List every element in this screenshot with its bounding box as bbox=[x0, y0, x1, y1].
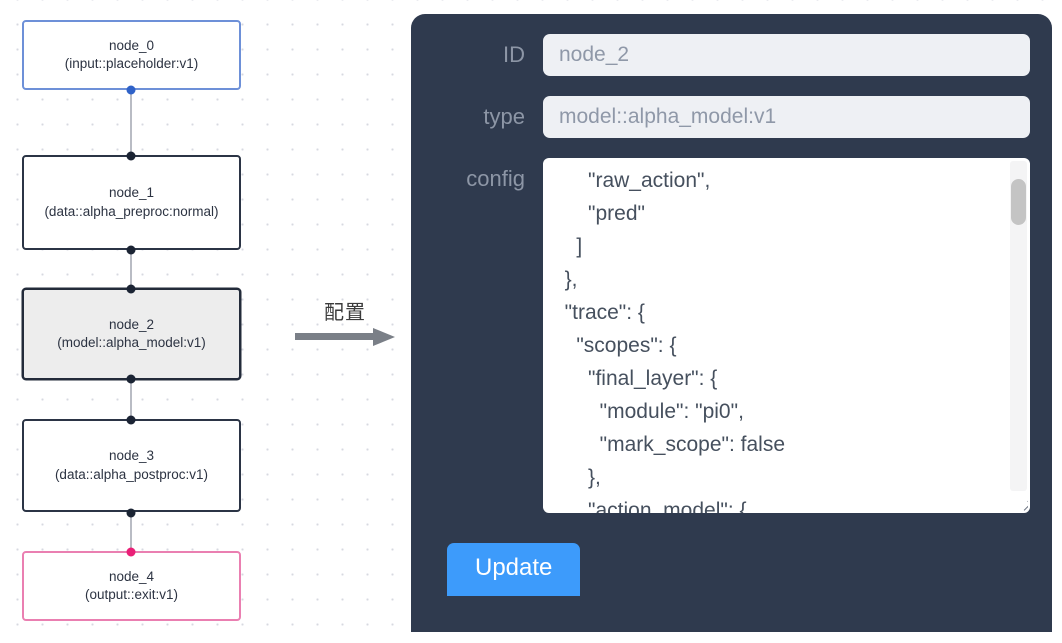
node-subtitle: (input::placeholder:v1) bbox=[64, 56, 199, 71]
node-subtitle: (output::exit:v1) bbox=[84, 587, 179, 602]
bottom-strip bbox=[0, 632, 1062, 643]
config-field-label: config bbox=[466, 166, 525, 191]
node-handle-target-node_2[interactable] bbox=[126, 284, 136, 294]
id-field-label: ID bbox=[503, 42, 525, 67]
node-title: node_1 bbox=[108, 185, 155, 201]
config-scrollbar-track[interactable] bbox=[1010, 161, 1027, 491]
graph-node-node_4[interactable]: node_4 (output::exit:v1) bbox=[22, 551, 241, 621]
annotation-label: 配置 bbox=[324, 300, 366, 324]
node-handle-source-node_1[interactable] bbox=[126, 245, 136, 255]
node-title: node_4 bbox=[108, 568, 155, 584]
update-button[interactable]: Update bbox=[447, 543, 581, 596]
config-editor-wrap bbox=[543, 158, 1030, 513]
edge-node0-node1 bbox=[130, 88, 132, 160]
node-handle-target-node_4[interactable] bbox=[126, 547, 136, 557]
config-textarea[interactable] bbox=[543, 158, 1030, 513]
graph-node-node_1[interactable]: node_1 (data::alpha_preproc:normal) bbox=[22, 155, 241, 250]
right-arrow-icon bbox=[295, 328, 395, 346]
node-title: node_2 bbox=[108, 316, 155, 332]
id-input[interactable] bbox=[543, 34, 1030, 76]
node-subtitle: (data::alpha_preproc:normal) bbox=[44, 203, 219, 219]
type-input[interactable] bbox=[543, 96, 1030, 138]
field-row-type: type bbox=[433, 96, 1030, 138]
node-handle-target-node_3[interactable] bbox=[126, 415, 136, 425]
annotation-group: 配置 bbox=[290, 296, 400, 346]
node-handle-source-node_0[interactable] bbox=[126, 85, 136, 95]
resize-grip-icon[interactable] bbox=[1010, 493, 1028, 511]
config-scrollbar-thumb[interactable] bbox=[1011, 179, 1026, 225]
field-row-id: ID bbox=[433, 34, 1030, 76]
node-handle-source-node_2[interactable] bbox=[126, 374, 136, 384]
node-subtitle: (model::alpha_model:v1) bbox=[57, 335, 206, 350]
graph-node-node_3[interactable]: node_3 (data::alpha_postproc:v1) bbox=[22, 419, 241, 512]
node-title: node_3 bbox=[108, 448, 155, 464]
node-title: node_0 bbox=[108, 37, 155, 53]
type-field-label: type bbox=[483, 104, 525, 129]
node-handle-source-node_3[interactable] bbox=[126, 508, 136, 518]
edge-node3-node4 bbox=[130, 510, 132, 582]
node-config-panel: ID type config Update bbox=[411, 14, 1052, 632]
graph-node-node_0[interactable]: node_0 (input::placeholder:v1) bbox=[22, 20, 241, 90]
field-row-config: config bbox=[433, 158, 1030, 513]
graph-node-node_2[interactable]: node_2 (model::alpha_model:v1) bbox=[22, 288, 241, 380]
edge-node2-node3 bbox=[130, 376, 132, 448]
node-subtitle: (data::alpha_postproc:v1) bbox=[54, 466, 209, 482]
node-handle-target-node_1[interactable] bbox=[126, 151, 136, 161]
edge-node1-node2 bbox=[130, 248, 132, 320]
